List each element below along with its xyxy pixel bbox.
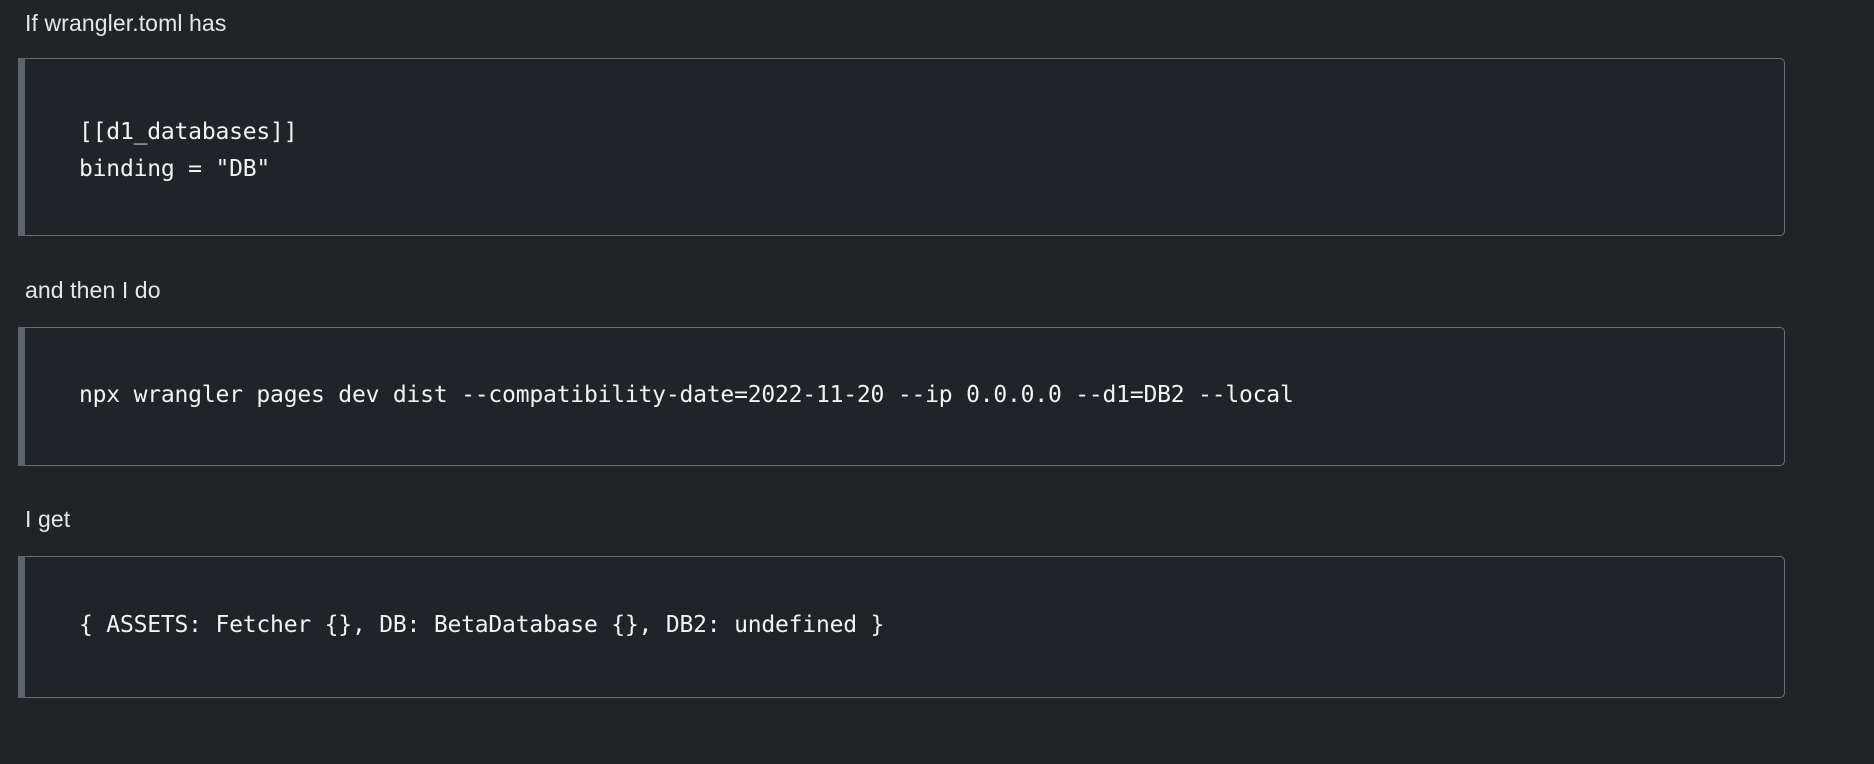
post-body: If wrangler.toml has [[d1_databases]] bi… — [0, 10, 1874, 698]
paragraph-and-then-i-do: and then I do — [25, 277, 161, 303]
code-content-output[interactable]: { ASSETS: Fetcher {}, DB: BetaDatabase {… — [79, 612, 885, 638]
code-block-output[interactable]: { ASSETS: Fetcher {}, DB: BetaDatabase {… — [18, 556, 1785, 698]
paragraph-intro: If wrangler.toml has — [25, 10, 227, 36]
code-block-command[interactable]: npx wrangler pages dev dist --compatibil… — [18, 327, 1785, 466]
code-accent-bar — [18, 556, 25, 698]
code-content-wrangler-toml[interactable]: [[d1_databases]] binding = "DB" — [79, 119, 298, 182]
block-spacer — [0, 466, 1874, 497]
code-block-wrangler-toml[interactable]: [[d1_databases]] binding = "DB" — [18, 58, 1785, 236]
code-content-command[interactable]: npx wrangler pages dev dist --compatibil… — [79, 382, 1294, 408]
paragraph-i-get: I get — [25, 506, 71, 532]
block-spacer — [0, 236, 1874, 268]
code-accent-bar — [18, 327, 25, 466]
code-accent-bar — [18, 58, 25, 236]
